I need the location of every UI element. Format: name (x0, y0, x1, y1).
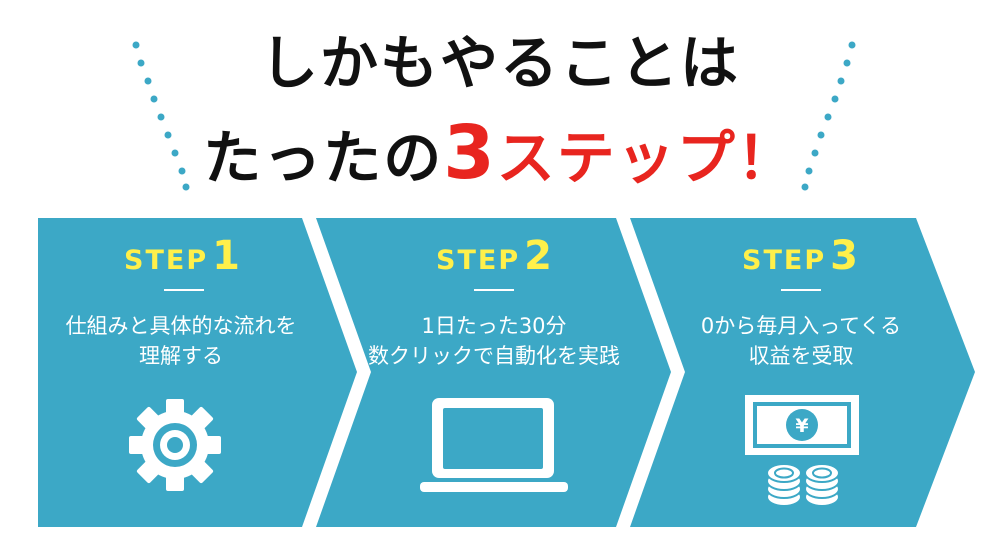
step-1-number: 1 (212, 233, 240, 279)
step-3-text-line-1: 0から毎月入ってくる (700, 314, 902, 338)
step-3-word: STEP (742, 245, 827, 276)
step-2-text-line-2: 数クリックで自動化を実践 (368, 344, 620, 368)
decorative-dots (132, 41, 856, 191)
step-1-divider (164, 289, 204, 291)
gear-icon (129, 399, 221, 491)
headline-line-2: たったの3ステップ！ (0, 115, 1000, 196)
headline-suffix: ステップ！ (496, 124, 797, 192)
laptop-icon (420, 398, 568, 492)
step-2-text-line-1: 1日たった30分 (421, 314, 567, 338)
headline-step-count: 3 (443, 110, 497, 196)
svg-text:¥: ¥ (795, 415, 808, 437)
step-3-chevron (630, 218, 975, 527)
step-3-text-line-2: 収益を受取 (748, 344, 854, 368)
step-1-word: STEP (124, 245, 209, 276)
step-1-description: 仕組みと具体的な流れを 理解する (31, 311, 331, 371)
yen-money-icon: ¥ (745, 395, 859, 507)
step-3-divider (781, 289, 821, 291)
headline-line-1: しかもやることは (0, 28, 1000, 98)
step-1-text-line-1: 仕組みと具体的な流れを (65, 314, 297, 338)
step-2-divider (474, 289, 514, 291)
headline-prefix: たったの (203, 124, 444, 192)
step-1-text-line-2: 理解する (139, 344, 223, 368)
step-2-chevron (316, 218, 671, 527)
step-2-number: 2 (524, 233, 552, 279)
step-3-number: 3 (830, 233, 858, 279)
headline-line-1-text: しかもやることは (259, 29, 740, 97)
step-2-description: 1日たった30分 数クリックで自動化を実践 (344, 311, 644, 371)
step-2-word: STEP (436, 245, 521, 276)
step-3-description: 0から毎月入ってくる 収益を受取 (651, 311, 951, 371)
step-1-chevron (38, 218, 357, 527)
